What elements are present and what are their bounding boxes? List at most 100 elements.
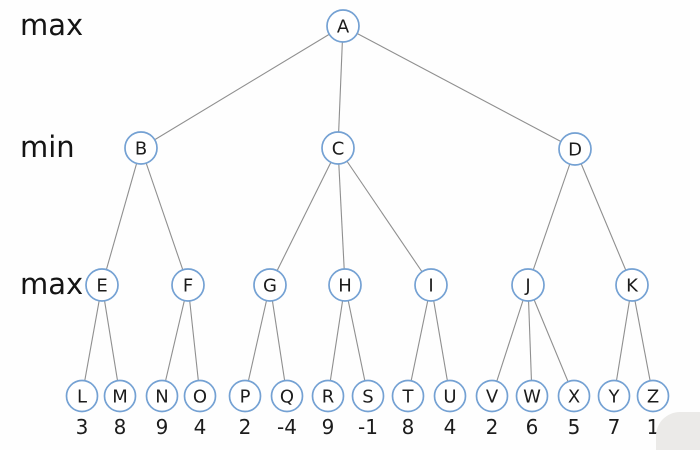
leaf-value-M: 8 xyxy=(114,415,127,439)
tree-node-N: N9 xyxy=(145,379,179,439)
node-circle-D xyxy=(558,132,592,166)
leaf-value-T: 8 xyxy=(402,415,415,439)
tree-node-X: X5 xyxy=(557,379,591,439)
leaf-value-L: 3 xyxy=(76,415,89,439)
node-letter-P: P xyxy=(240,387,251,408)
edge-A-C xyxy=(337,25,344,149)
tree-node-W: W6 xyxy=(515,379,549,439)
edge-G-Q xyxy=(269,284,288,397)
tree-node-Q: Q -4 xyxy=(270,379,304,439)
node-letter-I: I xyxy=(428,276,433,297)
node-circle-Z xyxy=(636,379,670,413)
tree-node-Z: Z1 xyxy=(636,379,670,439)
node-letter-W: W xyxy=(523,387,541,408)
leaf-value-Q: -4 xyxy=(277,415,297,439)
edge-G-P xyxy=(244,284,271,397)
node-letter-H: H xyxy=(338,276,352,297)
tree-node-S: S-1 xyxy=(351,379,385,439)
tree-node-T: T8 xyxy=(391,379,425,439)
node-letter-V: V xyxy=(486,387,499,408)
node-letter-N: N xyxy=(155,387,168,408)
tree-node-K: K xyxy=(615,268,649,302)
tree-node-Y: Y7 xyxy=(597,379,631,439)
node-letter-F: F xyxy=(183,276,193,297)
node-letter-O: O xyxy=(193,387,207,408)
leaf-value-W: 6 xyxy=(526,415,539,439)
edge-J-V xyxy=(491,284,529,397)
corner-overlay xyxy=(656,412,700,450)
edge-J-X xyxy=(527,284,575,397)
edge-H-R xyxy=(327,284,346,397)
node-letter-M: M xyxy=(112,387,128,408)
tree-node-B: B xyxy=(124,131,158,165)
row-label-min: min xyxy=(20,130,75,164)
tree-node-P: P2 xyxy=(228,379,262,439)
node-letter-R: R xyxy=(322,387,335,408)
edge-A-B xyxy=(140,25,344,149)
edge-F-N xyxy=(161,284,189,397)
node-circle-R xyxy=(311,379,345,413)
tree-node-I: I xyxy=(414,268,448,302)
tree-node-U: U4 xyxy=(433,379,467,439)
row-label-max-top: max xyxy=(20,8,83,42)
node-circle-W xyxy=(515,379,549,413)
node-circle-G xyxy=(253,268,287,302)
node-circle-F xyxy=(171,268,205,302)
node-circle-I xyxy=(414,268,448,302)
leaf-value-S: -1 xyxy=(358,415,378,439)
node-letter-A: A xyxy=(337,17,350,38)
node-circle-J xyxy=(511,268,545,302)
node-letter-B: B xyxy=(135,139,147,160)
node-letter-D: D xyxy=(568,140,582,161)
edge-C-I xyxy=(337,147,432,286)
node-letter-G: G xyxy=(263,276,277,297)
edge-J-W xyxy=(527,284,533,397)
leaf-value-O: 4 xyxy=(194,415,207,439)
edge-A-D xyxy=(342,25,576,150)
leaf-value-N: 9 xyxy=(156,415,169,439)
edge-E-M xyxy=(101,284,121,397)
node-letter-Z: Z xyxy=(647,387,659,408)
tree-node-D: D xyxy=(558,132,592,166)
node-circle-S xyxy=(351,379,385,413)
tree-node-M: M8 xyxy=(103,379,137,439)
node-letter-J: J xyxy=(524,276,530,297)
node-circle-H xyxy=(328,268,362,302)
edge-H-S xyxy=(344,284,369,397)
edge-B-F xyxy=(140,147,189,286)
tree-node-E: E xyxy=(85,268,119,302)
node-circle-K xyxy=(615,268,649,302)
node-circle-U xyxy=(433,379,467,413)
node-letter-L: L xyxy=(77,387,87,408)
tree-node-H: H xyxy=(328,268,362,302)
node-circle-T xyxy=(391,379,425,413)
edge-F-O xyxy=(187,284,201,397)
node-circle-L xyxy=(65,379,99,413)
node-circle-V xyxy=(475,379,509,413)
node-letter-Y: Y xyxy=(608,387,621,408)
node-letter-E: E xyxy=(96,276,107,297)
edge-K-Y xyxy=(613,284,633,397)
node-letter-K: K xyxy=(626,276,639,297)
tree-node-L: L3 xyxy=(65,379,99,439)
tree-node-V: V2 xyxy=(475,379,509,439)
tree-node-C: C xyxy=(321,131,355,165)
edge-K-Z xyxy=(631,284,654,397)
node-circle-O xyxy=(183,379,217,413)
leaf-value-R: 9 xyxy=(322,415,335,439)
node-circle-E xyxy=(85,268,119,302)
node-circle-M xyxy=(103,379,137,413)
tree-node-G: G xyxy=(253,268,287,302)
node-letter-U: U xyxy=(443,387,456,408)
node-circle-N xyxy=(145,379,179,413)
leaf-value-U: 4 xyxy=(444,415,457,439)
tree-node-A: A xyxy=(326,9,360,43)
edge-C-G xyxy=(269,147,339,286)
edge-D-K xyxy=(574,148,633,286)
leaf-value-P: 2 xyxy=(239,415,252,439)
node-circle-Q xyxy=(270,379,304,413)
node-letter-T: T xyxy=(402,387,415,408)
node-letter-Q: Q xyxy=(280,387,294,408)
node-letter-X: X xyxy=(568,387,580,408)
